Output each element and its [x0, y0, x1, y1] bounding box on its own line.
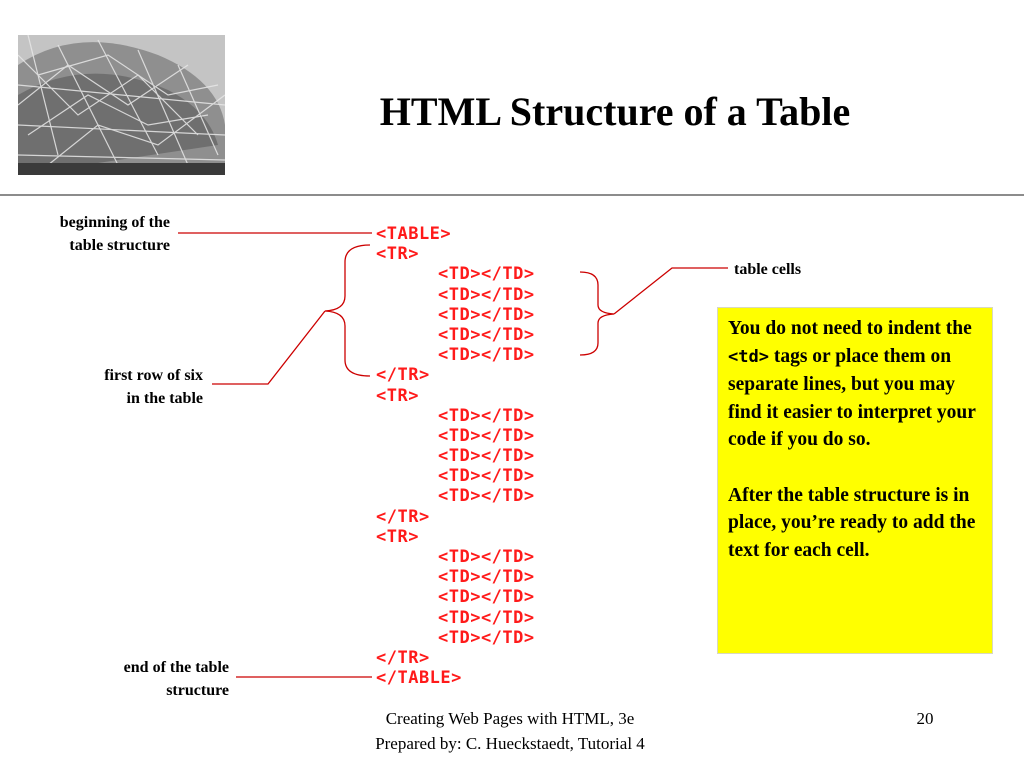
code-line: <TD></TD>: [438, 264, 535, 285]
footer-line-1: Creating Web Pages with HTML, 3e: [385, 709, 635, 728]
note-paragraph-1: You do not need to indent the <td> tags …: [728, 315, 984, 454]
note-box: You do not need to indent the <td> tags …: [717, 307, 993, 654]
code-line: </TR>: [376, 647, 430, 668]
code-line: <TD></TD>: [438, 486, 535, 507]
footer: Creating Web Pages with HTML, 3e Prepare…: [300, 706, 720, 756]
code-line: <TR>: [376, 244, 419, 265]
title-divider: [0, 194, 1024, 196]
page-number: 20: [916, 709, 934, 728]
code-line: <TD></TD>: [438, 567, 535, 588]
label-beginning: beginning of the table structure: [60, 211, 170, 257]
code-line: <TD></TD>: [438, 466, 535, 487]
code-listing: <TABLE><TR><TD></TD><TD></TD><TD></TD><T…: [376, 224, 535, 688]
label-end-line1: end of the table: [123, 659, 229, 676]
code-line: <TD></TD>: [438, 587, 535, 608]
label-first-row-line1: first row of six: [104, 367, 203, 384]
code-line: </TABLE>: [376, 668, 462, 689]
note-td-code: <td>: [728, 346, 769, 367]
label-first-row: first row of six in the table: [104, 364, 203, 410]
code-line: </TR>: [376, 365, 430, 386]
label-beginning-line1: beginning of the: [59, 214, 170, 231]
label-table-cells: table cells: [734, 261, 802, 278]
note-paragraph-2: After the table structure is in place, y…: [728, 484, 976, 561]
slide-title: HTML Structure of a Table: [379, 89, 851, 134]
code-line: <TD></TD>: [438, 446, 535, 467]
code-line: <TD></TD>: [438, 547, 535, 567]
code-line: <TD></TD>: [438, 324, 535, 345]
code-line: <TD></TD>: [438, 607, 535, 628]
label-first-row-line2: in the table: [126, 390, 203, 407]
header-photo: [18, 35, 225, 175]
note-p1-after: tags or place them on separate lines, bu…: [728, 345, 976, 451]
footer-line-2: Prepared by: C. Hueckstaedt, Tutorial 4: [375, 734, 645, 753]
code-line: <TD></TD>: [438, 345, 535, 366]
note-p1-before: You do not need to indent the: [728, 318, 972, 339]
code-line: <TD></TD>: [438, 627, 535, 648]
code-line: <TR>: [376, 385, 419, 406]
code-line: <TD></TD>: [438, 405, 535, 426]
code-line: <TD></TD>: [438, 284, 535, 305]
code-line: <TD></TD>: [438, 425, 535, 446]
label-end: end of the table structure: [124, 656, 229, 702]
code-line: <TABLE>: [376, 224, 452, 244]
label-beginning-line2: table structure: [69, 237, 170, 254]
code-line: </TR>: [376, 506, 430, 527]
code-line: <TD></TD>: [438, 304, 535, 325]
code-line: <TR>: [376, 526, 419, 547]
label-end-line2: structure: [166, 682, 229, 699]
